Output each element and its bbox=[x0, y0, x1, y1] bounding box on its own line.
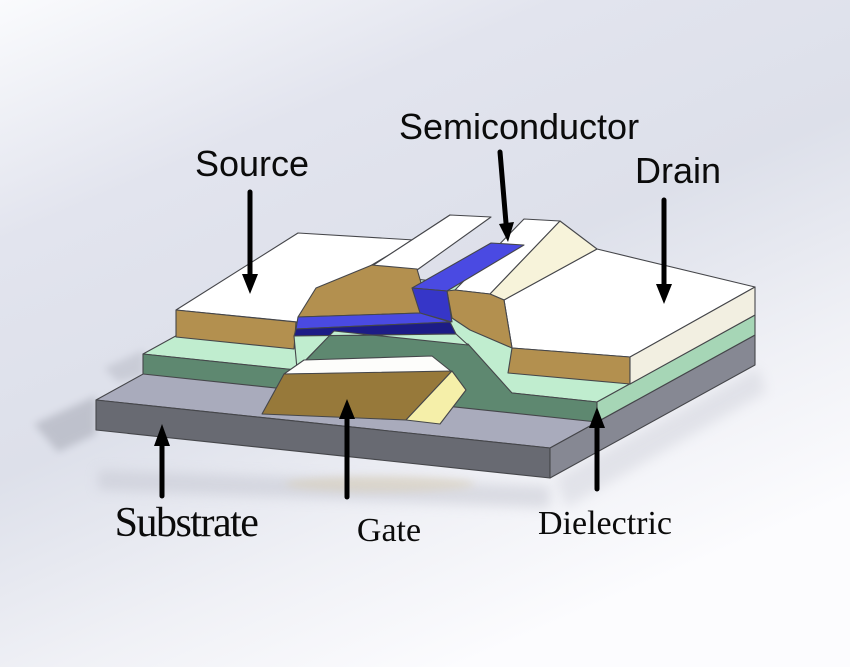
shadow-group bbox=[34, 350, 766, 508]
drain-arrow bbox=[656, 197, 672, 304]
side-reflection bbox=[556, 368, 766, 508]
annotation-arrows bbox=[154, 149, 672, 500]
source-arrow bbox=[242, 189, 258, 294]
dielectric-hump-band bbox=[293, 330, 469, 370]
gate-arrow bbox=[339, 399, 355, 500]
semiconductor-film bbox=[293, 242, 525, 370]
semiconductor-arrow bbox=[497, 149, 514, 242]
substrate-shadow bbox=[34, 396, 96, 452]
drain-right-face bbox=[629, 286, 756, 385]
dielectric-arrow bbox=[589, 407, 605, 492]
gate-ramp-face bbox=[405, 370, 467, 425]
gate-electrode bbox=[261, 355, 467, 425]
semiconductor-label: Semiconductor bbox=[399, 106, 639, 147]
electrode-layer bbox=[175, 232, 756, 385]
dielectric-shadow bbox=[104, 350, 144, 382]
source-front-face bbox=[175, 309, 297, 350]
substrate-label: Substrate bbox=[115, 500, 259, 546]
drain-label: Drain bbox=[635, 150, 721, 191]
annotation-labels: Source Semiconductor Drain Substrate Gat… bbox=[115, 106, 721, 549]
drain-ridge bbox=[446, 218, 598, 349]
source-label: Source bbox=[195, 143, 309, 184]
warm-reflection bbox=[285, 476, 475, 492]
source-ridge bbox=[297, 214, 492, 318]
substrate-arrow bbox=[154, 424, 170, 499]
gate-label: Gate bbox=[357, 512, 421, 549]
dielectric-label: Dielectric bbox=[538, 505, 672, 542]
drain-ridge-front bbox=[446, 289, 513, 349]
